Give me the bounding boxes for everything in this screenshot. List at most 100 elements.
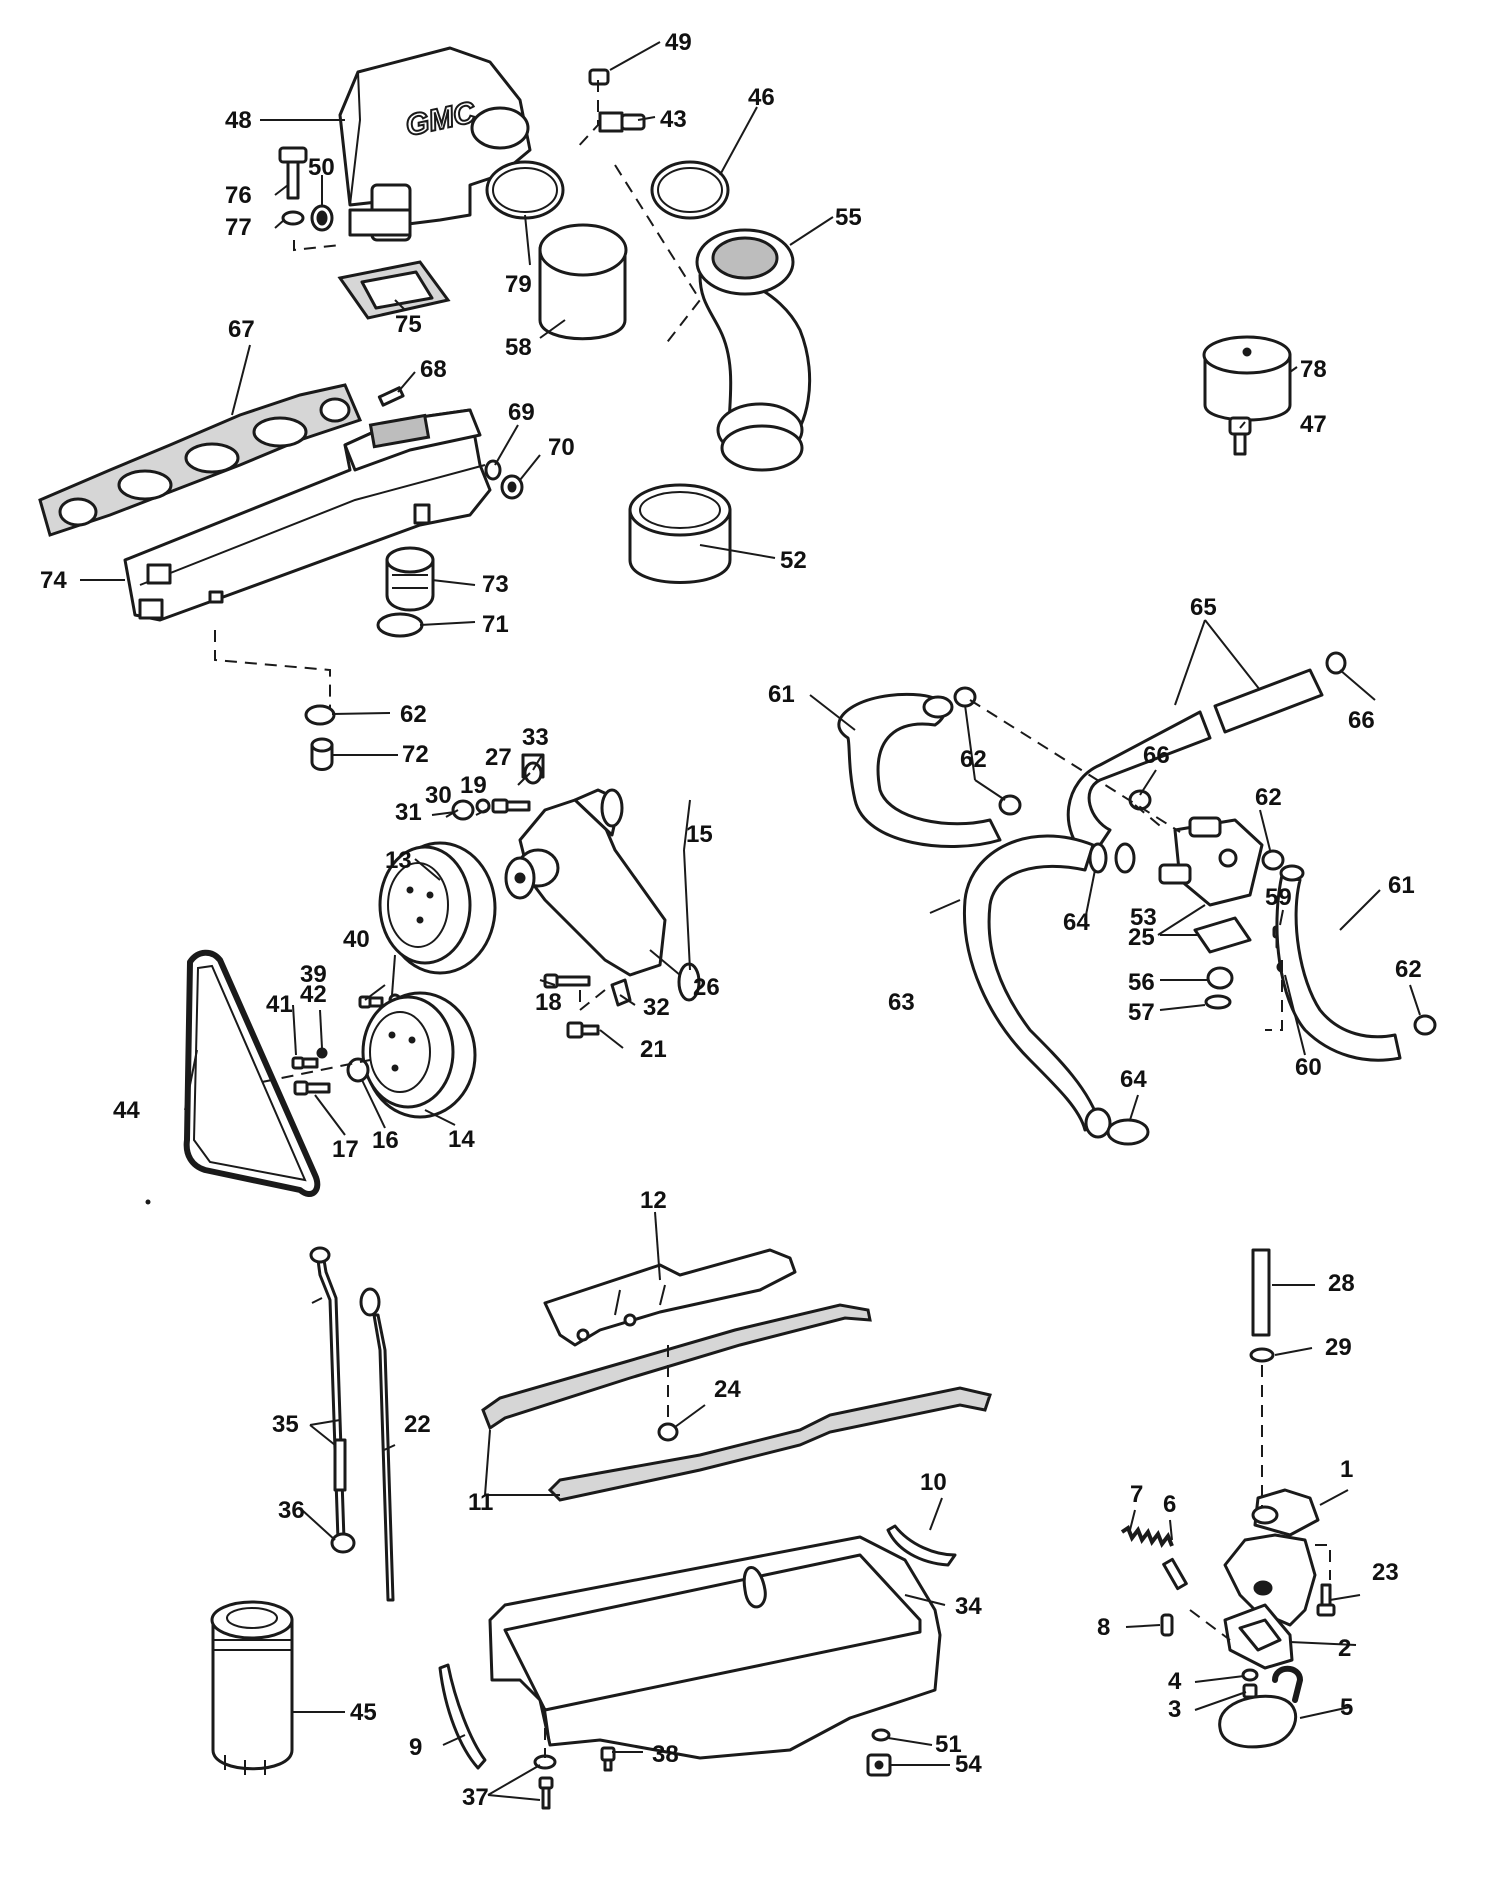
- callout-78: 78: [1300, 356, 1327, 383]
- callout-64-upper: 64: [1063, 909, 1090, 936]
- small-bolt-part: [377, 386, 405, 407]
- oil-pan-gasket-rear-part: [547, 1386, 992, 1502]
- front-seal-part: [438, 1663, 487, 1770]
- callout-42: 42: [300, 981, 327, 1008]
- bolt-31-part: [451, 799, 475, 821]
- bolt-18-part: [543, 973, 591, 989]
- callout-31: 31: [395, 799, 422, 826]
- pump-plug-part: [523, 761, 543, 785]
- callout-62-pump: 62: [400, 701, 427, 728]
- short-hose-part: [310, 737, 334, 771]
- callout-50: 50: [308, 154, 335, 181]
- drain-fitting-part: [598, 111, 646, 133]
- callout-65: 65: [1190, 594, 1217, 621]
- fitting-gasket-part: [1193, 916, 1252, 954]
- callout-4: 4: [1168, 1668, 1182, 1695]
- screen-screw-part: [1242, 1683, 1258, 1699]
- callout-46: 46: [748, 84, 775, 111]
- pan-bolt-38-part: [600, 1746, 616, 1772]
- callout-32: 32: [643, 994, 670, 1021]
- assembly-lines: [214, 80, 1331, 1758]
- stray-dot: [145, 1199, 151, 1205]
- shaft-washer-part: [1249, 1347, 1275, 1363]
- stud-part: [1228, 416, 1252, 456]
- callout-35: 35: [272, 1411, 299, 1438]
- callout-63: 63: [888, 989, 915, 1016]
- callout-69: 69: [508, 399, 535, 426]
- bolt-21-part: [566, 1021, 600, 1039]
- outlet-clamp-part: [650, 160, 730, 220]
- callout-37: 37: [462, 1784, 489, 1811]
- callout-30: 30: [425, 782, 452, 809]
- hose-61-right-part: [1275, 873, 1402, 1062]
- callout-55: 55: [835, 204, 862, 231]
- oil-pan-gasket-front-part: [481, 1303, 872, 1431]
- callout-34: 34: [955, 1593, 982, 1620]
- callout-71: 71: [482, 611, 509, 638]
- drive-belt-part: [183, 949, 321, 1197]
- exhaust-manifold-part: [123, 408, 492, 622]
- callout-11: 11: [468, 1489, 493, 1516]
- callout-9: 9: [409, 1734, 422, 1761]
- callout-38: 38: [652, 1741, 679, 1768]
- oil-pan-part: [488, 1535, 942, 1760]
- callout-15: 15: [686, 821, 713, 848]
- callout-49: 49: [665, 29, 692, 56]
- callout-48: 48: [225, 107, 252, 134]
- callout-7: 7: [1130, 1481, 1143, 1508]
- drain-washer-part: [871, 1728, 891, 1742]
- exhaust-sleeve-part: [628, 483, 732, 584]
- callout-22: 22: [404, 1411, 431, 1438]
- crankshaft-pulley-part: [361, 991, 477, 1119]
- callout-14: 14: [448, 1126, 475, 1153]
- callout-47: 47: [1300, 411, 1327, 438]
- callout-labels: 1 2 3 4 5 6 7 8 9 10 11 12 13 14 15 16 1…: [40, 29, 1422, 1811]
- callout-73: 73: [482, 571, 509, 598]
- baffle-nut-part: [657, 1422, 679, 1442]
- callout-23: 23: [1372, 1559, 1399, 1586]
- hose-clamp-64-lower-part: [1106, 1118, 1150, 1146]
- callout-74: 74: [40, 567, 67, 594]
- bolt-17-part: [293, 1080, 331, 1096]
- callout-3: 3: [1168, 1696, 1181, 1723]
- callout-64-lower: 64: [1120, 1066, 1147, 1093]
- hose-clamp-small-part: [304, 704, 336, 726]
- thermostat-clamp-part: [376, 612, 424, 638]
- callout-33: 33: [522, 724, 549, 751]
- bolt-41-part: [291, 1056, 319, 1070]
- hose-clamp-62-mid-part: [998, 794, 1022, 816]
- logo-text: GMC: [403, 96, 480, 143]
- callout-12: 12: [640, 1187, 667, 1214]
- leader-lines: [80, 41, 1421, 1801]
- callout-26: 26: [693, 974, 720, 1001]
- callout-61-right: 61: [1388, 872, 1415, 899]
- parts-layer: GMC: [38, 46, 1437, 1810]
- callout-8: 8: [1097, 1614, 1110, 1641]
- callout-41: 41: [266, 991, 293, 1018]
- fitting-cap-part: [1206, 966, 1234, 990]
- dipstick-tube-part: [309, 1246, 347, 1542]
- callout-17: 17: [332, 1136, 359, 1163]
- water-pump-pulley-part: [378, 841, 497, 975]
- oil-pump-part: [1223, 1488, 1320, 1627]
- hose-clamp-part: [485, 160, 565, 220]
- exhaust-elbow-part: GMC: [338, 46, 532, 242]
- oil-pan-baffle-part: [543, 1248, 797, 1347]
- callout-68: 68: [420, 356, 447, 383]
- callout-75: 75: [395, 311, 422, 338]
- callout-45: 45: [350, 1699, 377, 1726]
- callout-39: 39: [300, 961, 327, 988]
- bolt-39-part: [358, 995, 384, 1009]
- callout-72: 72: [402, 741, 429, 768]
- callout-61-left: 61: [768, 681, 795, 708]
- pump-drive-shaft-part: [1251, 1248, 1271, 1337]
- callout-27: 27: [485, 744, 512, 771]
- thermostat-housing-part: [385, 546, 435, 612]
- callout-56: 56: [1128, 969, 1155, 996]
- callout-51: 51: [935, 1731, 962, 1758]
- exhaust-bellows-part: [695, 228, 812, 472]
- pressure-spring-part: [1120, 1524, 1174, 1549]
- callout-2: 2: [1338, 1635, 1351, 1662]
- plug-part: [310, 204, 334, 232]
